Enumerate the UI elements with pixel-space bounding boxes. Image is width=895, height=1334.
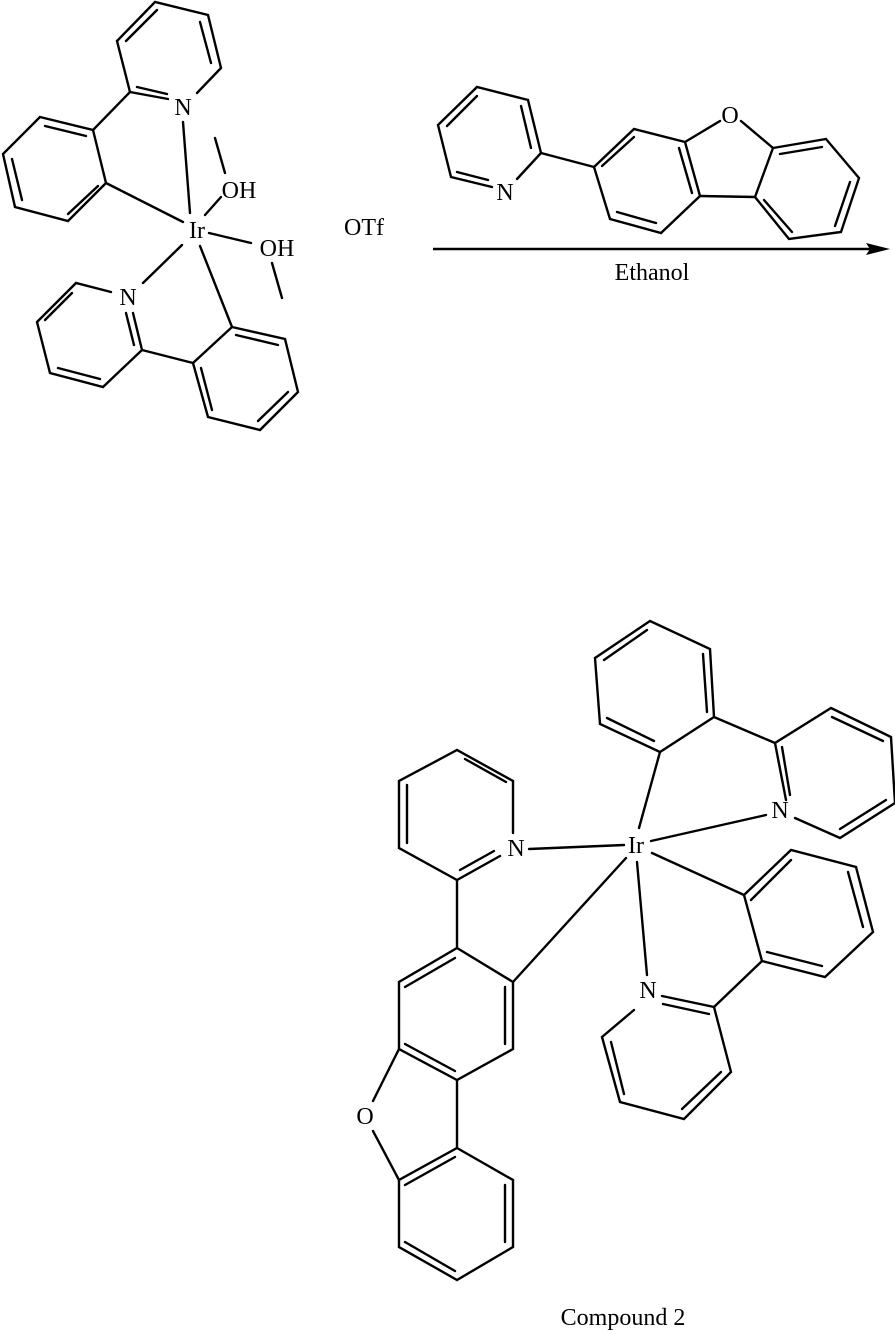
metal-label-ir: Ir <box>628 833 644 859</box>
atom-label-n: N <box>174 95 191 121</box>
atom-label-n: N <box>771 798 788 824</box>
atom-label-o: O <box>356 1104 373 1130</box>
oh-label: OH <box>222 178 257 204</box>
atom-label-n: N <box>496 180 513 206</box>
atom-label-n: N <box>507 836 524 862</box>
atom-label-n: N <box>119 285 136 311</box>
arrow-condition-label: Ethanol <box>615 260 690 286</box>
reagent-molecule: N O <box>436 85 861 241</box>
atom-label-o: O <box>721 103 738 129</box>
compound-caption: Compound 2 <box>561 1305 686 1331</box>
counterion-label: OTf <box>344 215 384 241</box>
reaction-arrow <box>433 243 890 255</box>
oh-label: OH <box>260 236 295 262</box>
reactant-complex: N Ir OH OH N <box>1 0 300 432</box>
metal-label-ir: Ir <box>189 218 205 244</box>
product-complex: N Ir N N O <box>356 619 895 1282</box>
atom-label-n: N <box>639 978 656 1004</box>
